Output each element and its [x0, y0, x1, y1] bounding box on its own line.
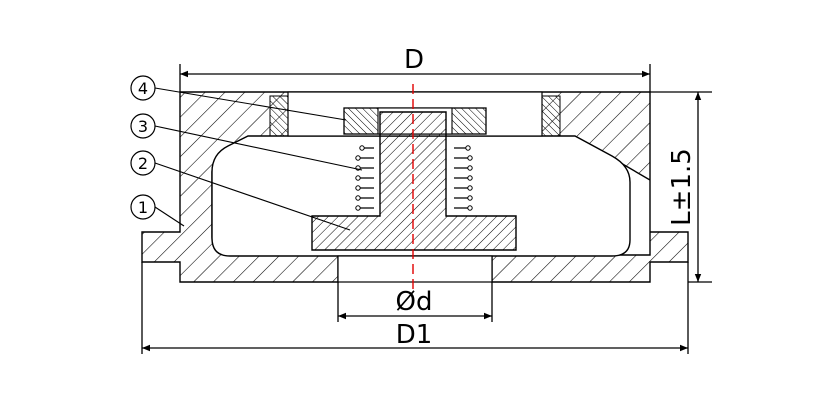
thread-right [541, 95, 561, 137]
thread-left [269, 95, 289, 137]
dimension-D [179, 64, 651, 92]
dimension-D1-label: D1 [396, 320, 433, 350]
dimension-bore-label: Ød [396, 287, 433, 317]
callout-2: 2 [130, 150, 351, 231]
callout-1-label: 1 [138, 198, 148, 217]
dimension-L [650, 91, 712, 283]
callout-1: 1 [130, 194, 185, 227]
callout-3: 3 [130, 113, 363, 171]
dimension-D1 [141, 262, 689, 354]
spring [355, 145, 473, 211]
callout-3-label: 3 [138, 117, 148, 136]
valve-disc [311, 111, 517, 251]
dimension-L-label: L±1.5 [667, 148, 697, 226]
callout-2-label: 2 [138, 154, 148, 173]
callout-4-label: 4 [138, 79, 148, 98]
dimension-bore [337, 282, 493, 322]
dimension-D-label: D [404, 45, 424, 75]
callout-4: 4 [130, 75, 347, 121]
